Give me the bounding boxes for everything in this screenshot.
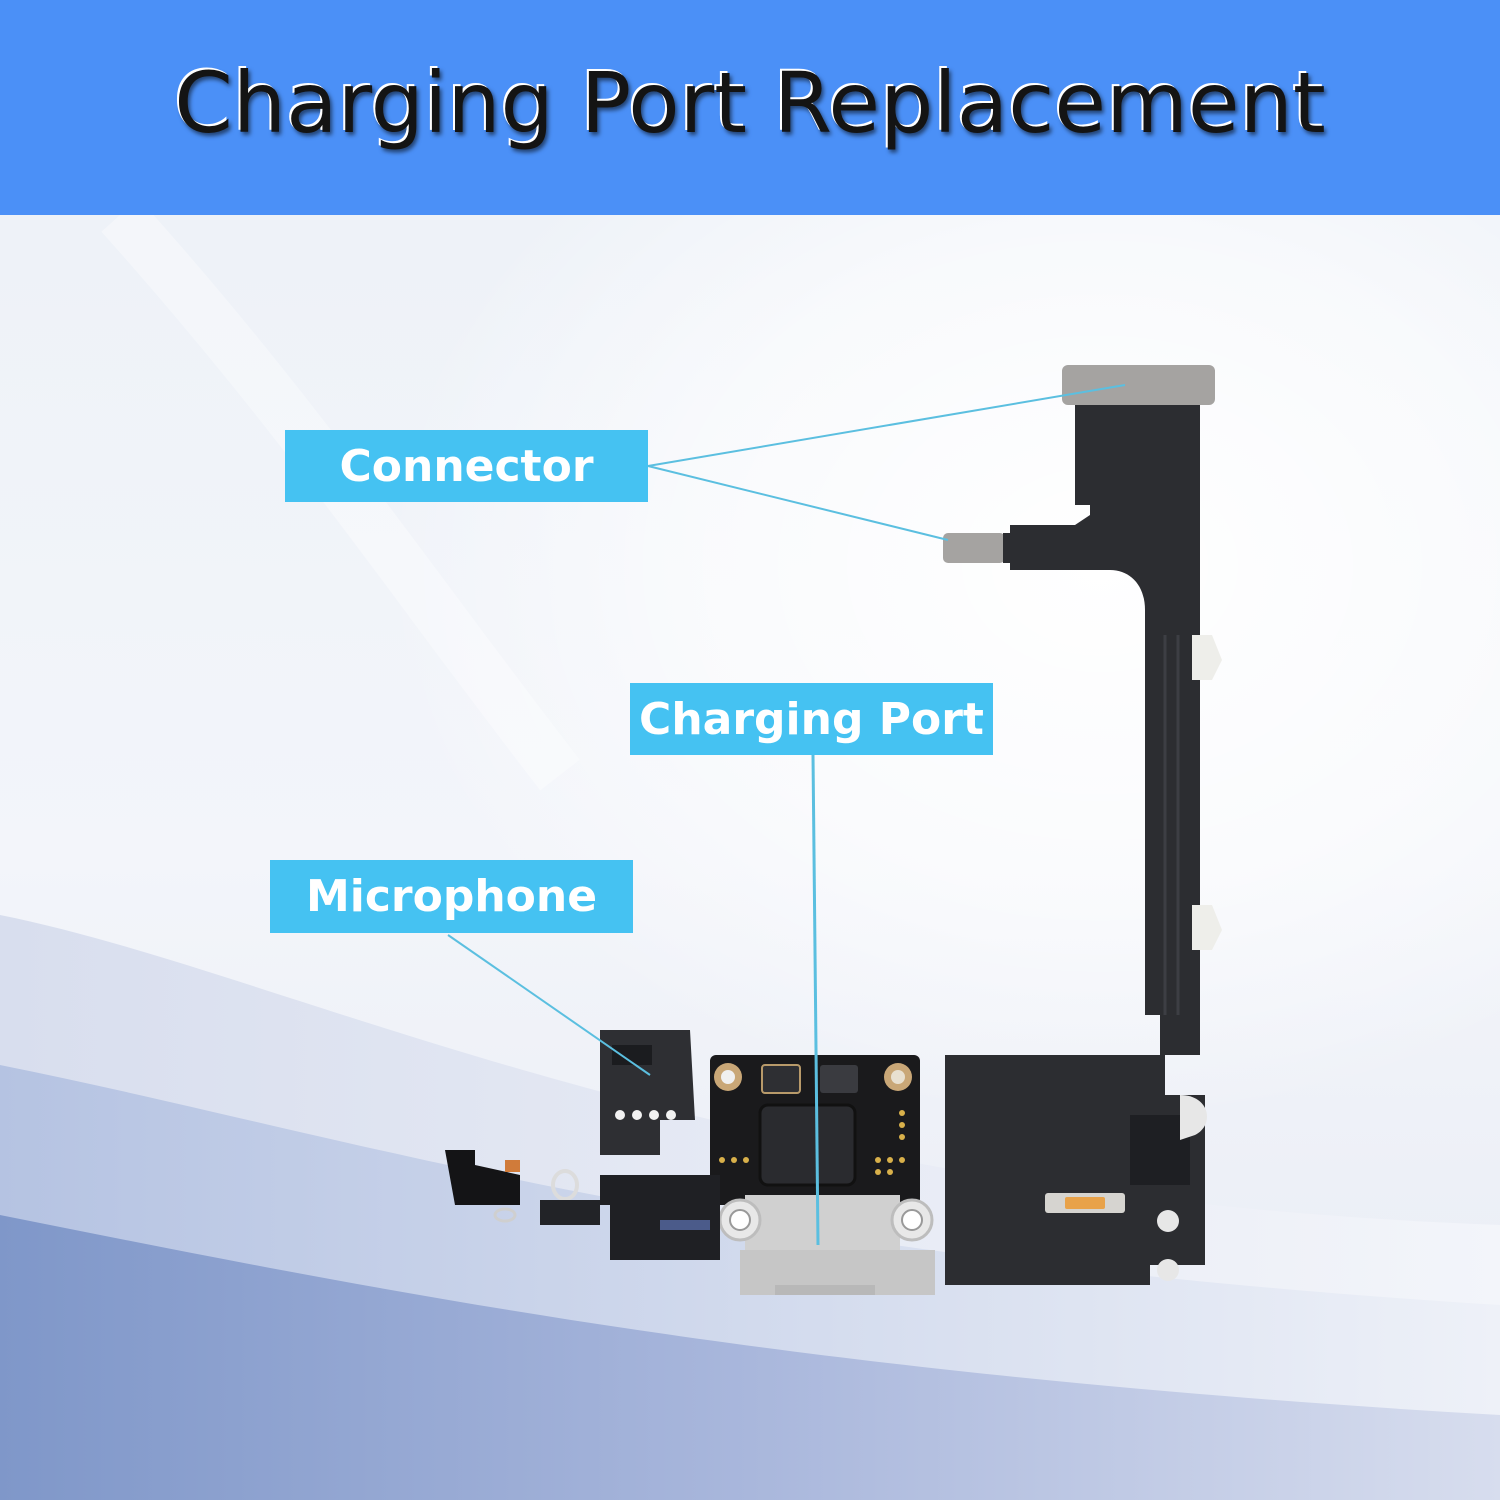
connector-leader-side [647, 465, 949, 541]
lower-flex-right [945, 1055, 1205, 1285]
charging-port-flex-image [445, 365, 1222, 1295]
connector-label: Connector [285, 430, 648, 502]
connector-label-text: Connector [339, 440, 594, 492]
connector-leader-top [647, 384, 1126, 467]
charging-port-label: Charging Port [630, 683, 993, 755]
product-stage: Connector Charging Port Microphone [0, 215, 1500, 1500]
page-title: Charging Port Replacement [174, 53, 1326, 152]
microphone-label: Microphone [270, 860, 633, 933]
charging-port-label-text: Charging Port [639, 693, 984, 745]
microphone-label-text: Microphone [305, 871, 598, 922]
title-banner: Charging Port Replacement [0, 0, 1500, 215]
charging-port-leader [811, 754, 820, 1246]
microphone-leader [447, 934, 651, 1076]
side-connector [943, 533, 1005, 563]
port-housing [745, 1195, 900, 1250]
leader-lines [447, 384, 1126, 1246]
top-connector [1062, 365, 1215, 405]
